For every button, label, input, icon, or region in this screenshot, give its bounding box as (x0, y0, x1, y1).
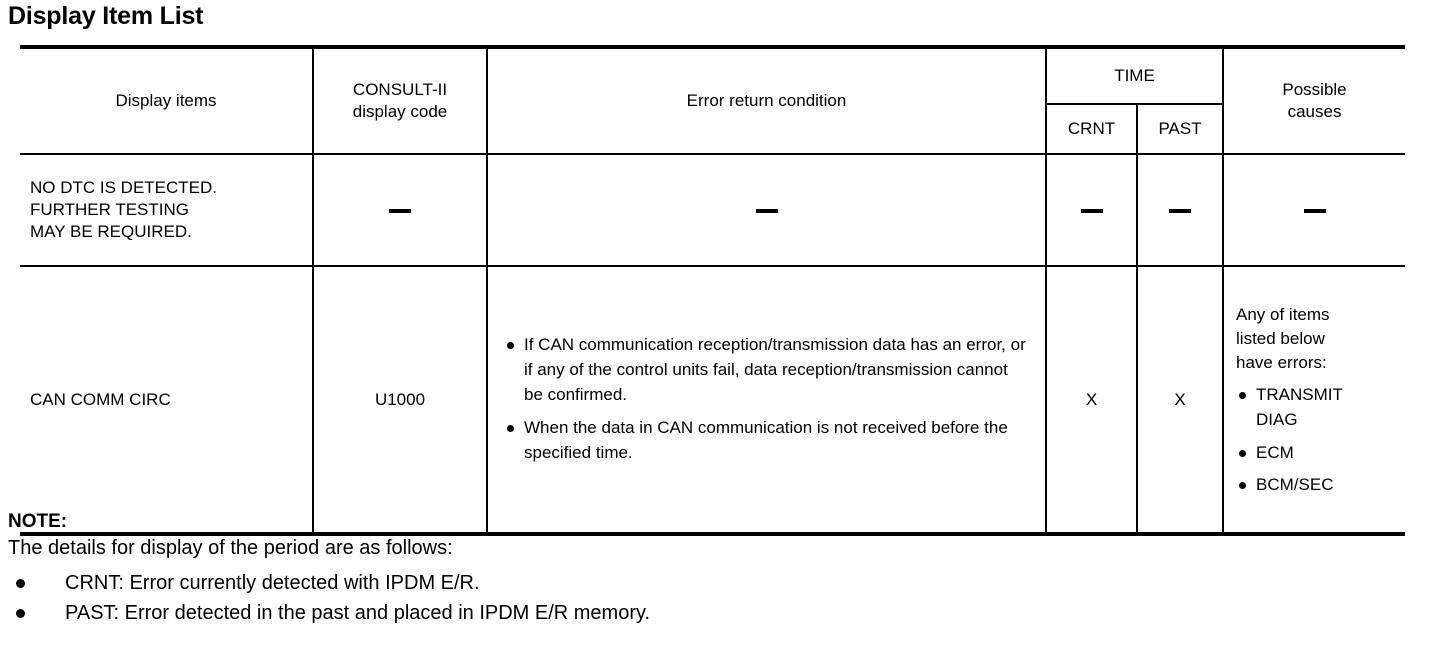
column-header-display-items: Display items (20, 45, 314, 155)
dash-icon (755, 208, 778, 213)
header-row-sub: CRNT PAST (20, 104, 1405, 155)
dash-icon (1303, 208, 1326, 213)
possible-causes-list: TRANSMIT DIAG ECM BCM/SEC (1236, 383, 1395, 498)
table-body: NO DTC IS DETECTED. FURTHER TESTING MAY … (20, 154, 1406, 536)
cell-possible-causes: Any of items listed below have errors: T… (1223, 266, 1406, 536)
column-header-time-past: PAST (1137, 104, 1225, 155)
list-item: ECM (1236, 441, 1395, 466)
display-item-list-table: Display items CONSULT-II display code Er… (20, 44, 1406, 536)
note-section: NOTE: The details for display of the per… (8, 510, 1408, 629)
list-item: TRANSMIT DIAG (1236, 383, 1395, 432)
list-item: PAST: Error detected in the past and pla… (8, 598, 1408, 628)
cell-consult-display-code: U1000 (313, 266, 488, 536)
error-condition-list: If CAN communication reception/transmiss… (504, 333, 1031, 465)
display-item-table-container: Display items CONSULT-II display code Er… (20, 44, 1406, 536)
table-row: NO DTC IS DETECTED. FURTHER TESTING MAY … (20, 154, 1406, 267)
header-row-top: Display items CONSULT-II display code Er… (20, 44, 1406, 155)
cell-display-items: NO DTC IS DETECTED. FURTHER TESTING MAY … (20, 154, 314, 267)
note-lead-text: The details for display of the period ar… (8, 536, 453, 559)
column-header-possible-causes: Possible causes (1223, 45, 1406, 155)
cell-time-past: X (1137, 266, 1225, 536)
dash-icon (1169, 208, 1191, 213)
cell-display-items: CAN COMM CIRC (20, 266, 314, 536)
cell-possible-causes (1223, 154, 1406, 267)
cell-consult-display-code (313, 154, 488, 267)
note-title: NOTE: (8, 511, 68, 532)
note-bullet-list: CRNT: Error currently detected with IPDM… (8, 568, 1408, 629)
column-header-error-return-condition: Error return condition (487, 45, 1047, 155)
column-header-consult-display-code: CONSULT-II display code (313, 45, 488, 155)
list-item: If CAN communication reception/transmiss… (504, 333, 1031, 407)
list-item: BCM/SEC (1236, 473, 1395, 498)
column-header-time: TIME (1044, 44, 1225, 106)
dash-icon (1080, 208, 1103, 213)
cell-error-return-condition (487, 154, 1047, 267)
list-item: When the data in CAN communication is no… (504, 416, 1031, 465)
page-title: Display Item List (8, 2, 204, 30)
cell-time-crnt: X (1045, 266, 1138, 536)
dash-icon (389, 208, 411, 213)
table-header: Display items CONSULT-II display code Er… (20, 44, 1406, 155)
cell-time-past (1137, 154, 1225, 267)
possible-causes-intro: Any of items listed below have errors: (1236, 305, 1330, 373)
list-item: CRNT: Error currently detected with IPDM… (8, 568, 1408, 598)
cell-error-return-condition: If CAN communication reception/transmiss… (487, 266, 1047, 536)
cell-time-crnt (1045, 154, 1138, 267)
table-row: CAN COMM CIRC U1000 If CAN communication… (20, 266, 1406, 536)
column-header-time-crnt: CRNT (1045, 104, 1138, 155)
